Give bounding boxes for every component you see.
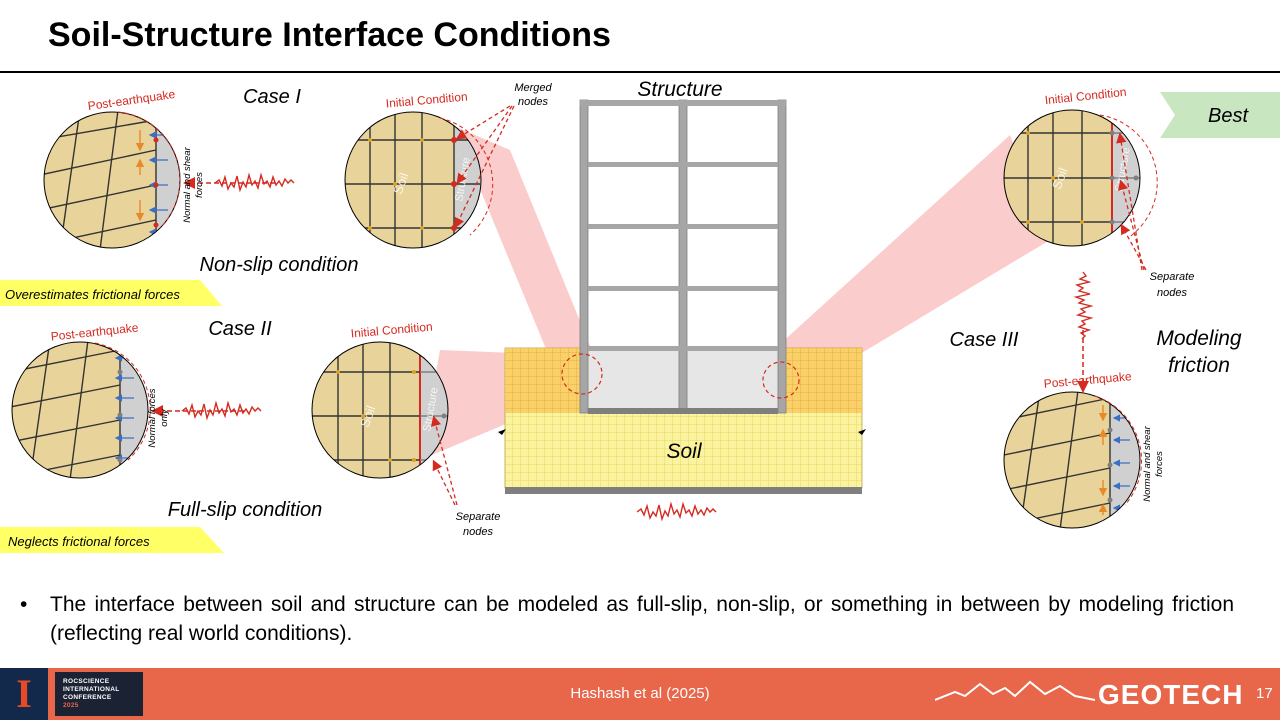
merged-nodes-pointers: [454, 105, 515, 229]
neglects-tag-bg: [0, 527, 224, 553]
case3-force-label: Normal and shearforces: [1142, 425, 1165, 501]
best-tag: Best: [1208, 105, 1249, 127]
case3-initial-circle: Soil Structure: [1003, 109, 1158, 247]
case3-motion-squiggle: [1073, 271, 1094, 340]
zoom-wedge-case3: [768, 135, 1050, 390]
page-number: 17: [1256, 685, 1273, 702]
bullet-point: • The interface between soil and structu…: [20, 590, 1234, 648]
case2-label: Case II: [208, 318, 272, 340]
case1-motion-squiggle: [214, 172, 295, 193]
case2-motion-squiggle: [181, 400, 262, 421]
page-title: Soil-Structure Interface Conditions: [48, 16, 611, 54]
zoom-marker-left: [561, 353, 603, 395]
case1-force-label: Normal and shearforces: [182, 146, 205, 222]
separate-nodes-pointers-case2: [430, 415, 458, 506]
case3-label: Case III: [950, 329, 1019, 351]
case1-post-earthquake-label: Post-earthquake: [87, 87, 176, 113]
building-frame: [579, 99, 787, 414]
separate-nodes-pointers-case3: [1116, 132, 1147, 271]
svg-text:Soil: Soil: [357, 404, 379, 430]
citation: Hashash et al (2025): [570, 685, 710, 702]
case2-initial-circle: Soil Structure: [311, 341, 449, 479]
soil-label: Soil: [666, 440, 702, 463]
overestimates-tag-bg: [0, 280, 222, 306]
full-slip-label: Full-slip condition: [168, 499, 323, 521]
zoom-marker-right: [762, 361, 800, 399]
ground-motion-squiggle: [636, 501, 717, 522]
case1-label: Case I: [243, 86, 301, 108]
case1-initial-circle: Soil Structure: [344, 111, 494, 249]
svg-text:Soil: Soil: [1049, 166, 1071, 192]
case2-initial-label: Initial Condition: [350, 319, 433, 340]
case2-post-earthquake-circle: [11, 341, 151, 479]
non-slip-label: Non-slip condition: [200, 254, 359, 276]
footer-bar: I ROCSCIENCE INTERNATIONAL CONFERENCE 20…: [0, 668, 1280, 720]
case3-post-earthquake-circle: [1003, 391, 1143, 529]
case3-initial-label: Initial Condition: [1044, 85, 1127, 108]
zoom-wedge-case1: [454, 126, 600, 395]
case2-post-earthquake-label: Post-earthquake: [50, 320, 139, 343]
bullet-text: The interface between soil and structure…: [50, 593, 1234, 645]
case3-post-earthquake-label: Post-earthquake: [1043, 369, 1132, 391]
best-tag-bg: [1160, 92, 1280, 138]
case2-force-label: Normal forcesonly: [147, 388, 170, 447]
bullet-marker: •: [20, 593, 28, 616]
interface-diagram: Structure Soil Case I: [0, 78, 1280, 553]
case1-initial-label: Initial Condition: [385, 89, 468, 110]
neglects-tag: Neglects frictional forces: [8, 534, 150, 549]
svg-text:Soil: Soil: [390, 171, 412, 197]
overestimates-tag: Overestimates frictional forces: [5, 287, 180, 302]
title-divider: [0, 71, 1280, 73]
illinois-logo: I: [0, 668, 48, 720]
structure-label: Structure: [637, 78, 722, 101]
geotech-brand: GEOTECH: [1098, 679, 1244, 710]
conference-logo: ROCSCIENCE INTERNATIONAL CONFERENCE 2025: [55, 672, 143, 716]
case1-post-earthquake-circle: [43, 111, 181, 249]
mountain-icon: [935, 680, 1095, 701]
